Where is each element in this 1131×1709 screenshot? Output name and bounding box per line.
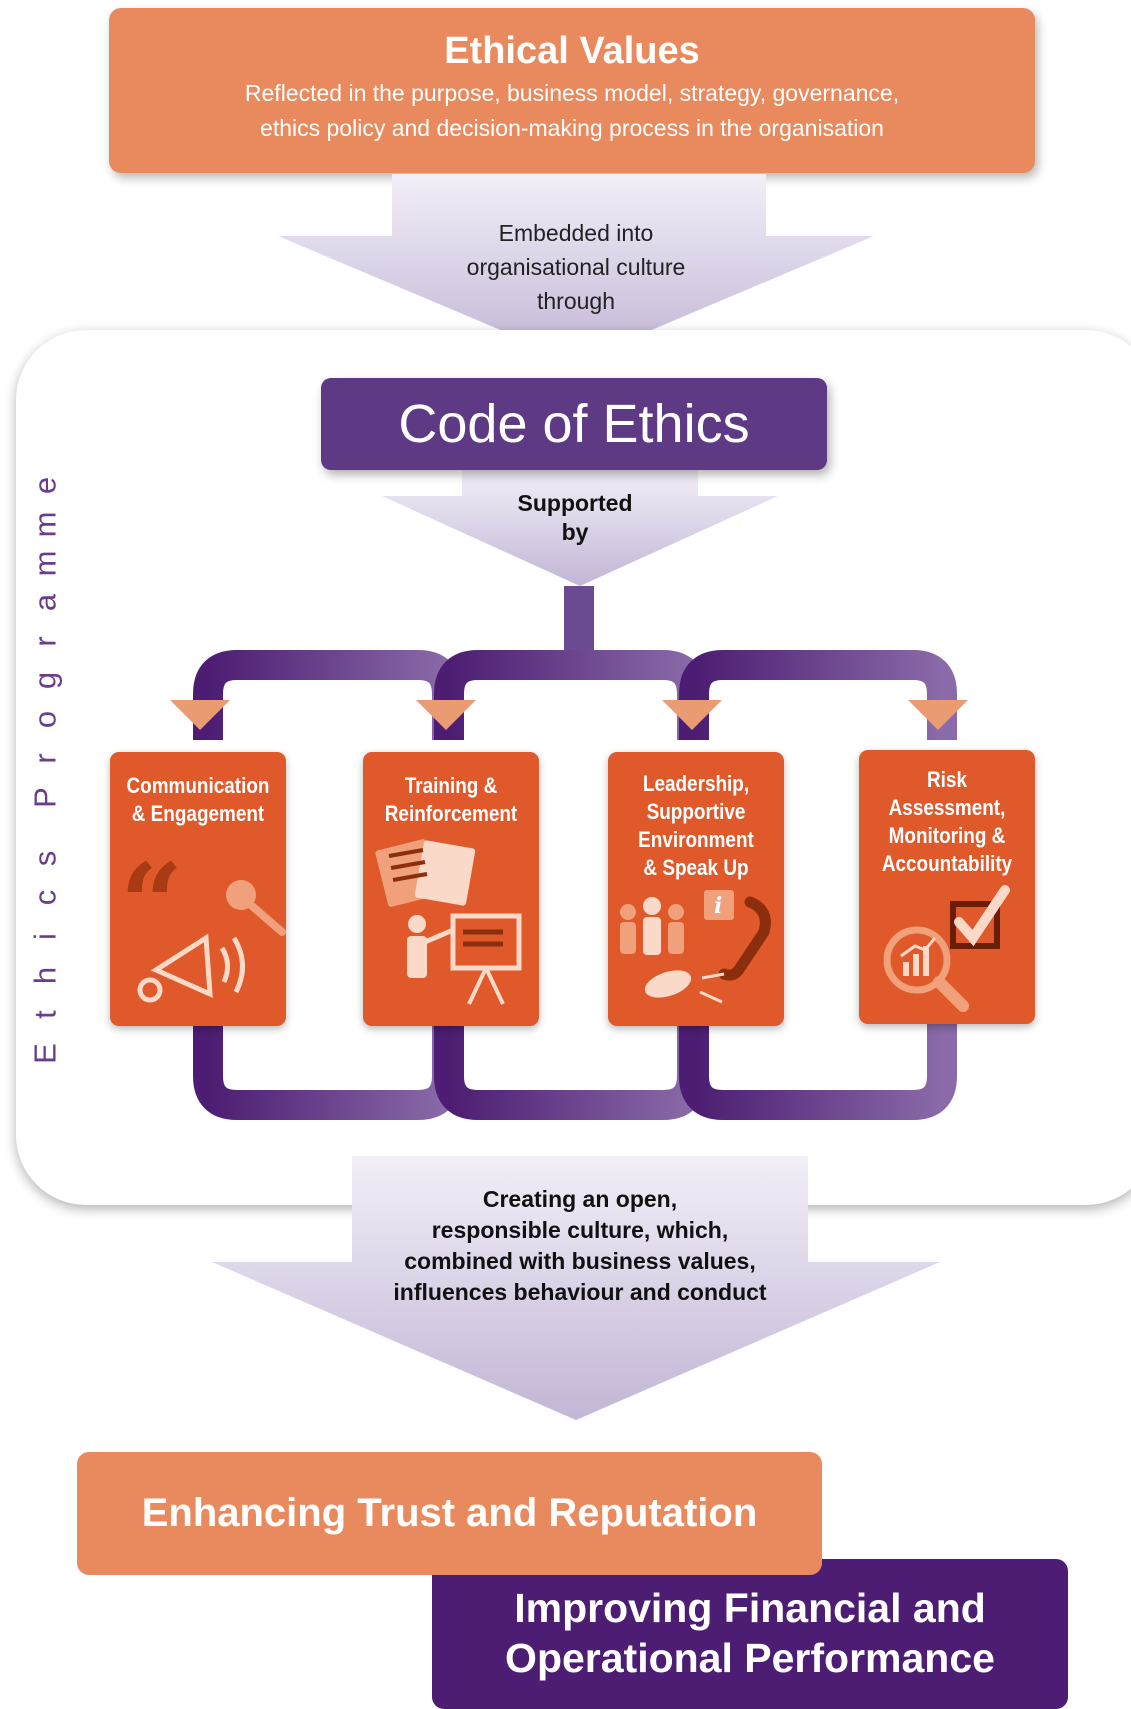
supported-line2: by	[561, 519, 589, 545]
trust-box: Enhancing Trust and Reputation	[77, 1452, 822, 1575]
svg-text:“: “	[120, 839, 183, 968]
supported-arrow	[382, 470, 778, 586]
megaphone-microphone-icon: “	[120, 839, 286, 1003]
pillar-risk-line1: Risk	[927, 767, 967, 792]
pillar-leadership: Leadership, Supportive Environment & Spe…	[608, 752, 784, 1026]
performance-line1: Improving Financial and	[514, 1585, 986, 1631]
ethical-values-subtitle-line2: ethics policy and decision-making proces…	[260, 115, 884, 141]
trust-title: Enhancing Trust and Reputation	[141, 1491, 758, 1535]
culture-arrow-text: Creating an open, responsible culture, w…	[330, 1184, 830, 1308]
performance-line2: Operational Performance	[505, 1635, 995, 1681]
pillar-leadership-title: Leadership, Supportive Environment & Spe…	[620, 770, 771, 882]
pillar-communication-line2: & Engagement	[131, 801, 265, 826]
embedded-line2: organisational culture	[466, 254, 686, 280]
ethical-values-box: Ethical Values Reflected in the purpose,…	[109, 8, 1035, 173]
culture-line3: combined with business values,	[404, 1248, 756, 1274]
culture-line1: Creating an open,	[482, 1186, 678, 1212]
pillar-leadership-line2: Supportive	[646, 799, 746, 824]
pillar-risk: Risk Assessment, Monitoring & Accountabi…	[859, 750, 1035, 1024]
pillar-leadership-line1: Leadership,	[642, 771, 750, 796]
embedded-arrow	[278, 174, 874, 362]
ethical-values-title: Ethical Values	[444, 30, 700, 72]
pillar-risk-title: Risk Assessment, Monitoring & Accountabi…	[871, 766, 1022, 878]
supported-by-text: Supported by	[480, 489, 670, 547]
documents-presenter-icon	[375, 839, 522, 1005]
pillar-risk-line4: Accountability	[881, 851, 1013, 876]
culture-arrow	[212, 1156, 940, 1420]
embedded-arrow-text: Embedded into organisational culture thr…	[406, 216, 746, 318]
pillar-communication-line1: Communication	[126, 773, 270, 798]
pillar-risk-line2: Assessment,	[888, 795, 1006, 820]
pillar-training-line1: Training &	[404, 773, 498, 798]
pillar-communication-title: Communication & Engagement	[122, 772, 273, 828]
magnifier-chart-checkbox-icon	[883, 885, 1010, 1012]
ethical-values-subtitle-line1: Reflected in the purpose, business model…	[244, 80, 900, 106]
embedded-line1: Embedded into	[498, 220, 654, 246]
performance-box: Improving Financial and Operational Perf…	[432, 1559, 1068, 1709]
svg-text:i: i	[714, 893, 722, 919]
code-of-ethics-title: Code of Ethics	[398, 394, 750, 454]
pillar-leadership-line4: & Speak Up	[643, 855, 749, 880]
pillar-training: Training & Reinforcement	[363, 752, 539, 1026]
pillar-leadership-line3: Environment	[638, 827, 754, 852]
supported-line1: Supported	[517, 490, 633, 516]
embedded-line3: through	[536, 288, 615, 314]
pillar-training-title: Training & Reinforcement	[375, 772, 526, 828]
pillar-connectors	[170, 586, 968, 1120]
culture-line2: responsible culture, which,	[431, 1217, 729, 1243]
culture-line4: influences behaviour and conduct	[393, 1279, 767, 1305]
code-of-ethics-box: Code of Ethics	[321, 378, 827, 470]
pillar-communication: Communication & Engagement “	[110, 752, 286, 1026]
pillar-risk-line3: Monitoring &	[888, 823, 1006, 848]
people-phone-whistle-icon: i	[620, 890, 771, 1004]
pillar-training-line2: Reinforcement	[384, 801, 518, 826]
